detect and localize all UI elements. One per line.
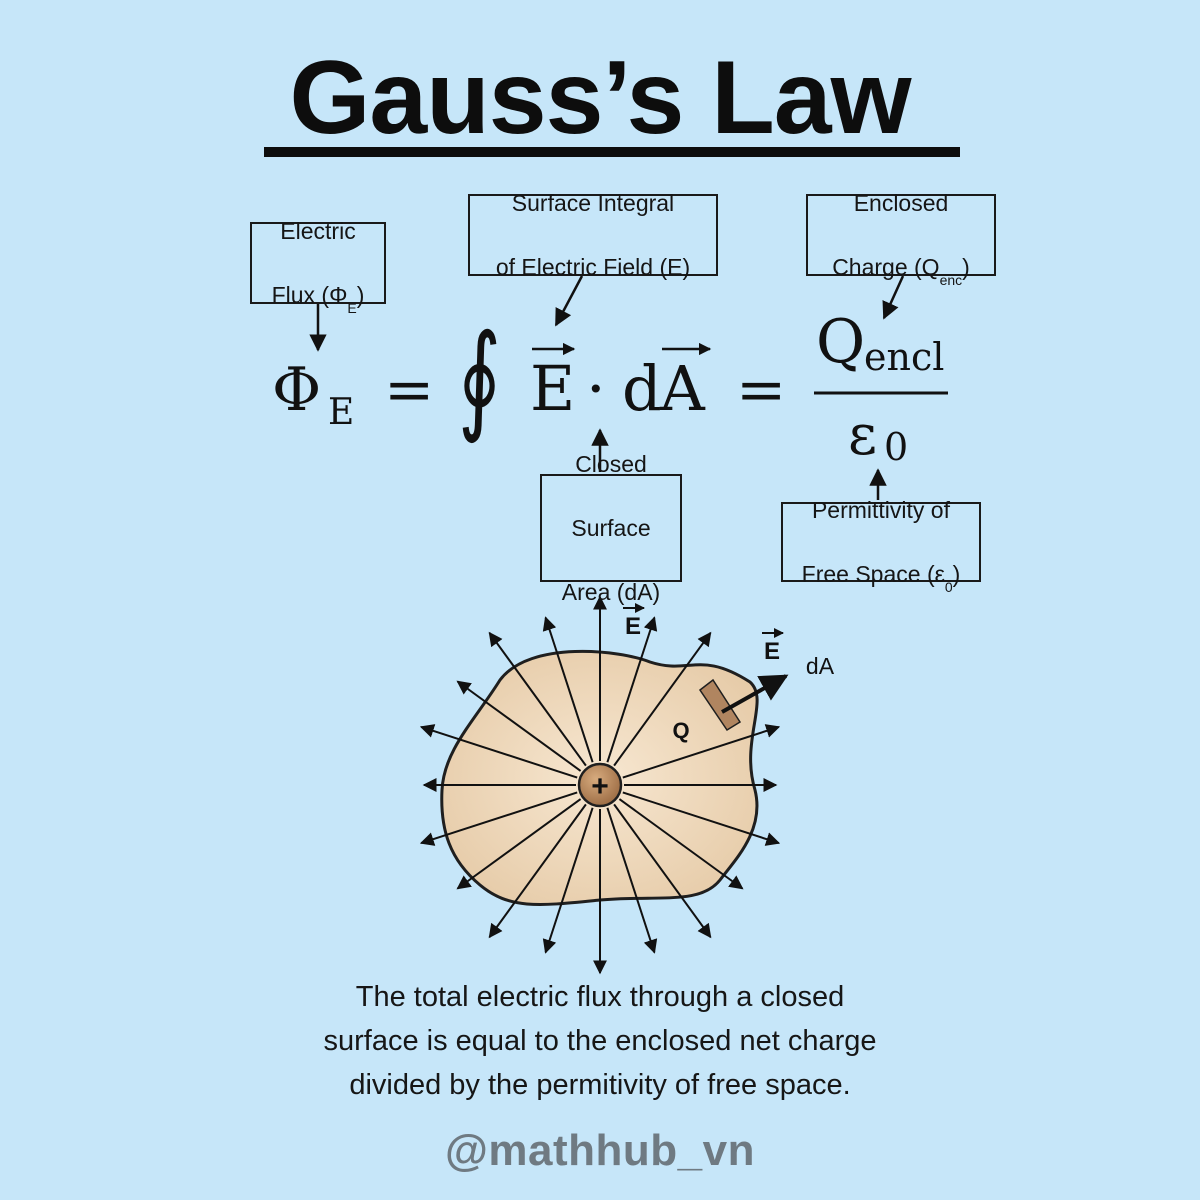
equation-phi-subscript: E [328, 392, 355, 433]
equation-denominator-subscript: 0 [884, 425, 909, 469]
flux-label-line1: Electric [280, 218, 356, 244]
field-line-arrow [622, 724, 781, 779]
field-line-arrow [542, 807, 594, 954]
author-handle: @mathhub_vn [445, 1126, 755, 1175]
equation-a-vector: A [660, 352, 705, 425]
closed-surface-label-box: Closed Surface Area (dA) [540, 451, 682, 605]
field-line-arrow [606, 807, 658, 954]
flux-label-line2: Flux (Φ [271, 282, 348, 308]
field-line-arrow [606, 616, 658, 763]
equation-numerator-subscript: encl [864, 335, 945, 379]
field-line-arrow [618, 798, 744, 890]
field-label-right: E [764, 638, 780, 665]
equation-phi: Φ [272, 355, 322, 425]
permittivity-label-box: Permittivity of Free Space (ε0) [781, 497, 981, 594]
area-element-patch [698, 678, 742, 732]
field-line-arrow [542, 616, 594, 763]
field-line-arrow [456, 680, 582, 772]
caption-line3: divided by the permitivity of free space… [349, 1069, 851, 1101]
equation-equals-2: = [736, 355, 787, 425]
equation-e-vector: E [530, 352, 576, 425]
field-lines [419, 595, 781, 975]
permittivity-tail: ) [952, 561, 961, 587]
integral-pointer-arrow [554, 275, 584, 327]
enclosed-charge-line2: Charge (Q [832, 254, 940, 280]
flux-label-sub: E [347, 299, 357, 316]
equation-contour-integral: ∮ [458, 308, 502, 446]
flux-label-box: Electric Flux (ΦE) [250, 218, 386, 315]
title-underline [264, 147, 960, 157]
da-normal-arrow [721, 674, 789, 714]
field-line-arrow [622, 791, 781, 846]
enclosed-charge-tail: ) [962, 254, 970, 280]
plus-sign-icon: + [591, 770, 609, 803]
field-line-arrow [613, 631, 712, 767]
equation-denominator-epsilon: ε [848, 403, 878, 468]
field-line-arrow [488, 803, 587, 939]
caption-line2: surface is equal to the enclosed net cha… [323, 1025, 877, 1057]
area-element-label: dA [806, 653, 835, 679]
field-diagram: + Q E E dA [419, 595, 835, 975]
surface-integral-line2: of Electric Field (E) [495, 254, 691, 280]
enclosed-charge-label-box: Enclosed Charge (Qenc) [806, 190, 996, 287]
field-line-arrow [419, 791, 578, 846]
field-line-arrow [456, 798, 582, 890]
closed-surface-line2: Surface [571, 515, 651, 541]
permittivity-sub: 0 [944, 578, 953, 595]
surface-integral-line1: Surface Integral [511, 190, 675, 216]
field-line-arrow [613, 803, 712, 939]
page-title: Gauss’s Law [289, 40, 912, 156]
equation-equals-1: = [384, 355, 435, 425]
equation-d: d [622, 352, 662, 425]
closed-surface-line3: Area (dA) [561, 579, 661, 605]
permittivity-line1: Permittivity of [811, 497, 950, 523]
equation-numerator-q: Q [816, 307, 866, 377]
enclosed-charge-line1: Enclosed [853, 190, 949, 216]
caption-line1: The total electric flux through a closed [355, 981, 845, 1013]
surface-integral-label-box: Surface Integral of Electric Field (E) [468, 190, 718, 280]
field-label-top: E [625, 613, 641, 640]
equation-dot: · [586, 352, 606, 425]
enclosed-charge-sub: enc [939, 271, 963, 288]
field-line-arrow [419, 724, 578, 779]
permittivity-line2: Free Space (ε [801, 561, 945, 587]
point-charge [577, 762, 623, 808]
closed-surface-line1: Closed [575, 451, 647, 477]
charge-pointer-arrow [882, 275, 905, 320]
caption: The total electric flux through a closed… [0, 975, 1200, 1107]
charge-label: Q [672, 718, 689, 743]
field-line-arrow [488, 631, 587, 767]
flux-label-tail: ) [356, 282, 365, 308]
